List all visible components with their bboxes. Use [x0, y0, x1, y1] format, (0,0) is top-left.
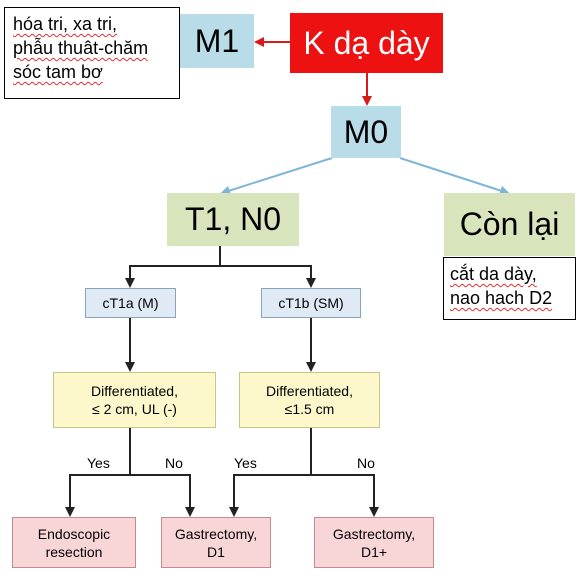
ct1b-label: cT1b (SM)	[278, 295, 344, 311]
gastrectomy-d1plus-node: Gastrectomy, D1+	[314, 517, 434, 568]
gastrectomy-d1-label: Gastrectomy, D1	[174, 525, 258, 560]
m1-label: M1	[194, 22, 240, 59]
arrow-to-ct1a	[125, 243, 221, 288]
arrow-a-no	[130, 474, 195, 517]
differentiated-a-node: Differentiated, ≤ 2 cm, UL (-)	[53, 372, 216, 428]
m1-node: M1	[180, 14, 254, 68]
arrow-b-no	[311, 474, 379, 517]
gastrectomy-d1plus-label: Gastrectomy, D1+	[332, 525, 416, 560]
remaining-treatment-note: cắt da dày, nao hach D2	[443, 257, 576, 320]
arrow-to-t1n0	[220, 157, 333, 196]
t1n0-node: T1, N0	[167, 193, 299, 246]
m1-note-line-2: phẫu thuât-chăm	[13, 38, 149, 58]
remaining-label: Còn lại	[459, 206, 560, 242]
arrow-b-yes	[229, 428, 312, 517]
edge-label-no-b: No	[357, 455, 375, 471]
stomach-cancer-node: K dạ dày	[290, 13, 443, 73]
ct1a-label: cT1a (M)	[102, 295, 159, 311]
remaining-node: Còn lại	[444, 193, 575, 256]
arrow-to-ct1b	[220, 265, 316, 288]
differentiated-b-node: Differentiated, ≤1.5 cm	[239, 372, 380, 428]
m1-note-line-1: hóa tri, xa tri,	[13, 14, 118, 34]
ct1b-node: cT1b (SM)	[261, 288, 361, 318]
edge-label-no-a: No	[165, 455, 183, 471]
m1-treatment-note: hóa tri, xa tri, phẫu thuât-chăm sóc tam…	[4, 7, 180, 99]
differentiated-b-label: Differentiated, ≤1.5 cm	[266, 383, 353, 417]
t1n0-label: T1, N0	[184, 201, 282, 237]
arrow-to-remaining	[399, 157, 510, 196]
arrow-a-yes	[65, 428, 131, 517]
m1-note-line-3: sóc tam bơ	[13, 62, 103, 82]
remaining-note-line-2: nao hach D2	[450, 288, 553, 308]
m0-label: M0	[343, 113, 389, 150]
endoscopic-resection-label: Endoscopic resection	[37, 525, 111, 560]
m0-node: M0	[331, 106, 401, 158]
edge-label-yes-b: Yes	[234, 455, 257, 471]
differentiated-a-label: Differentiated, ≤ 2 cm, UL (-)	[91, 383, 178, 417]
endoscopic-resection-node: Endoscopic resection	[12, 517, 136, 568]
gastrectomy-d1-node: Gastrectomy, D1	[161, 517, 271, 568]
stomach-cancer-label: K dạ dày	[303, 24, 430, 61]
remaining-note-line-1: cắt da dày,	[450, 264, 537, 284]
ct1a-node: cT1a (M)	[85, 288, 176, 318]
edge-label-yes-a: Yes	[87, 455, 110, 471]
